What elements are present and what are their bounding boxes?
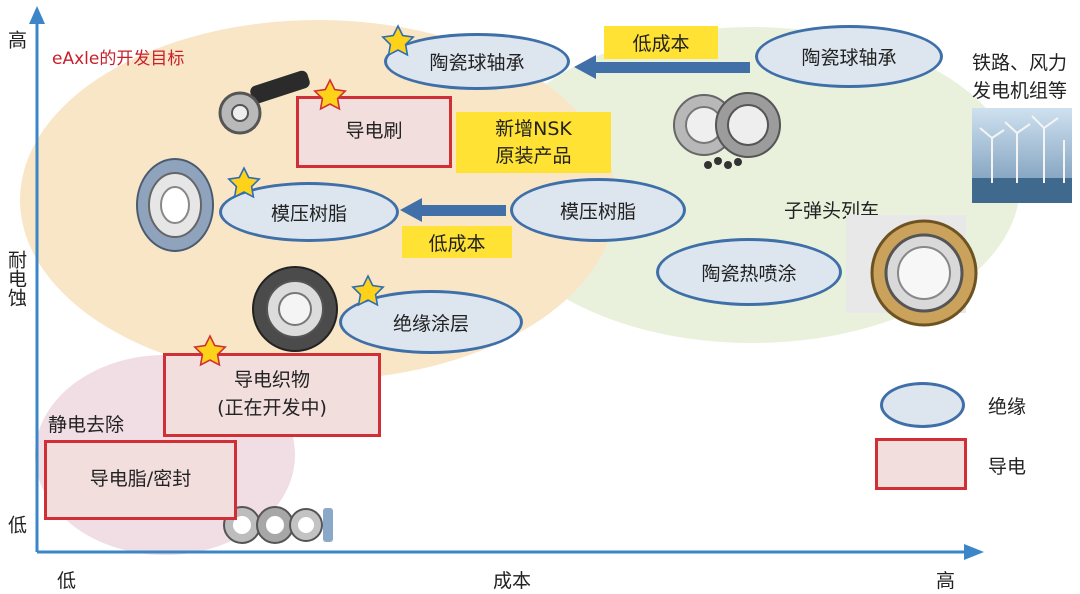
x-axis-title: 成本 bbox=[493, 570, 532, 592]
ceramic-bearings-photo bbox=[673, 92, 781, 169]
x-axis-arrow-icon bbox=[964, 544, 984, 560]
static-removal-label: 静电去除 bbox=[48, 414, 125, 436]
legend-conductive-swatch bbox=[875, 438, 967, 490]
wind-turbine-photo bbox=[972, 108, 1072, 203]
ceramic-ball-bearing-node-right: 陶瓷球轴承 bbox=[755, 25, 943, 88]
rail-wind-label-line2: 发电机组等 bbox=[972, 80, 1068, 102]
new-nsk-tag-line2: 原装产品 bbox=[495, 144, 572, 167]
conductive-brush-photo bbox=[218, 70, 310, 135]
ceramic-ball-bearing-node-left: 陶瓷球轴承 bbox=[384, 33, 570, 90]
eaxle-target-title: eAxle的开发目标 bbox=[52, 49, 185, 69]
molded-resin-node-right: 模压树脂 bbox=[510, 178, 686, 242]
new-nsk-tag: 新增NSK 原装产品 bbox=[456, 112, 611, 173]
insulating-coating-node: 绝缘涂层 bbox=[339, 290, 523, 354]
molded-resin-bearing-photo bbox=[136, 158, 214, 252]
molded-resin-arrow-shaft bbox=[418, 205, 506, 216]
star-icon-ceramic bbox=[381, 24, 415, 57]
legend-insulation-label: 绝缘 bbox=[988, 396, 1027, 418]
ceramic-ball-arrow-head-icon bbox=[574, 55, 596, 79]
low-cost-tag-mid: 低成本 bbox=[402, 226, 512, 258]
low-cost-tag-top: 低成本 bbox=[604, 26, 718, 59]
new-nsk-tag-line1: 新增NSK bbox=[495, 117, 572, 140]
star-icon-fabric bbox=[193, 334, 227, 367]
y-axis-title: 耐电蚀 bbox=[5, 250, 27, 307]
x-axis-low-label: 低 bbox=[57, 570, 77, 592]
conductive-grease-seal-node: 导电脂/密封 bbox=[44, 440, 237, 520]
ceramic-ball-arrow-shaft bbox=[592, 62, 750, 73]
insulating-coated-bearing-photo bbox=[252, 266, 338, 352]
y-axis-low-label: 低 bbox=[5, 515, 27, 534]
x-axis-high-label: 高 bbox=[936, 570, 956, 592]
conductive-fabric-node: 导电织物 (正在开发中) bbox=[163, 353, 381, 437]
legend-conductive-label: 导电 bbox=[988, 456, 1027, 478]
star-icon-resin bbox=[227, 166, 261, 199]
conductive-brush-label: 导电刷 bbox=[345, 120, 403, 143]
conductive-fabric-label-line2: (正在开发中) bbox=[217, 397, 327, 419]
star-icon-coating bbox=[351, 274, 385, 307]
large-bearing-photo bbox=[846, 215, 978, 327]
molded-resin-arrow-head-icon bbox=[400, 198, 422, 222]
conductive-fabric-label-line1: 导电织物 bbox=[233, 369, 310, 392]
y-axis-high-label: 高 bbox=[5, 30, 27, 49]
star-icon-brush bbox=[313, 78, 347, 111]
y-axis-arrow-icon bbox=[29, 6, 45, 24]
small-bearings-photo bbox=[223, 506, 333, 544]
conductive-grease-seal-label: 导电脂/密封 bbox=[89, 468, 192, 491]
ceramic-thermal-spray-node: 陶瓷热喷涂 bbox=[656, 238, 842, 306]
legend-insulation-swatch bbox=[880, 382, 965, 428]
rail-wind-label-line1: 铁路、风力 bbox=[972, 52, 1068, 74]
